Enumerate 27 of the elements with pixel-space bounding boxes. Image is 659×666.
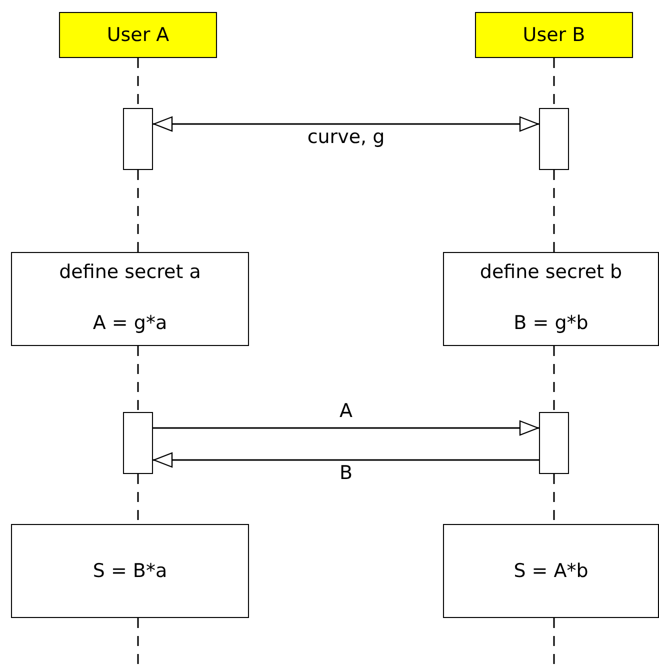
- node-text: define secret a: [59, 261, 201, 284]
- node-text: define secret b: [480, 261, 622, 284]
- node-text: A = g*a: [92, 312, 168, 335]
- lifeline: [553, 170, 555, 252]
- node-text: S = B*a: [92, 560, 168, 582]
- activation-bar: [123, 412, 153, 474]
- lifeline: [553, 346, 555, 412]
- process-box: [11, 252, 249, 346]
- activation-bar: [123, 108, 153, 170]
- message-arrow: [153, 452, 539, 468]
- message-arrow: [153, 420, 539, 436]
- node-text: B = g*b: [514, 312, 588, 335]
- actor-box: [59, 12, 217, 58]
- actor-box: [475, 12, 633, 58]
- activation-bar: [539, 108, 569, 170]
- lifeline: [553, 618, 555, 666]
- lifeline: [137, 346, 139, 412]
- node-text: User A: [106, 24, 170, 46]
- node-text: User B: [522, 24, 586, 46]
- lifeline: [137, 618, 139, 666]
- node-text: S = A*b: [514, 560, 588, 582]
- activation-bar: [539, 412, 569, 474]
- process-box: [11, 524, 249, 618]
- lifeline: [137, 170, 139, 252]
- process-box: [443, 252, 659, 346]
- message-arrow: [153, 116, 539, 132]
- process-box: [443, 524, 659, 618]
